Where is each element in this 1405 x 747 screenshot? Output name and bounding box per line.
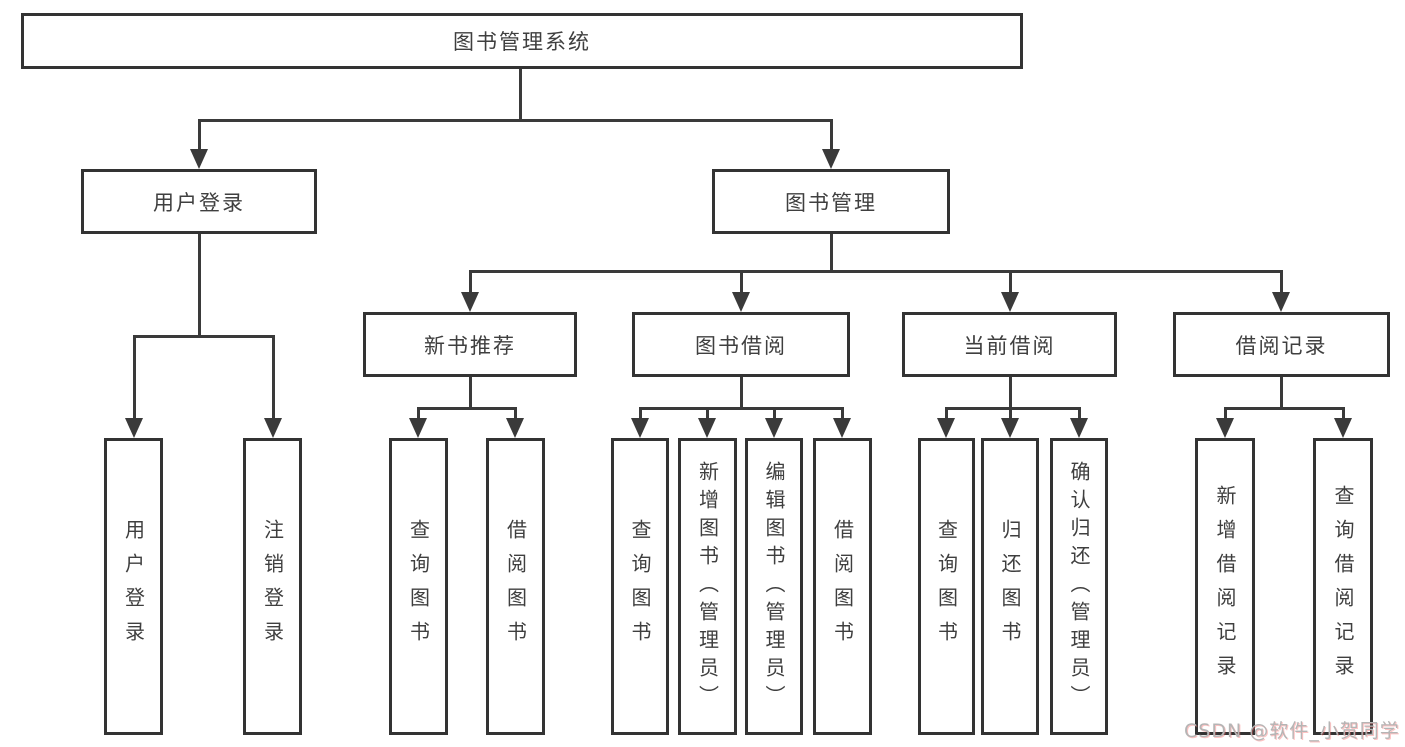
leaf-label: 借阅图书 bbox=[503, 518, 528, 655]
arrow-down-icon bbox=[409, 418, 427, 438]
arrow-stem bbox=[133, 335, 136, 420]
node-root: 图书管理系统 bbox=[21, 13, 1023, 69]
arrow-down-icon bbox=[698, 418, 716, 438]
leaf-label: 新增借阅记录 bbox=[1213, 484, 1237, 689]
arrow-stem bbox=[514, 407, 517, 420]
arrow-down-icon bbox=[264, 418, 282, 438]
connector-vline-borrow-record bbox=[1280, 377, 1283, 410]
arrow-stem bbox=[469, 270, 472, 294]
connector-hline-book-management bbox=[469, 270, 1283, 273]
arrow-stem bbox=[841, 407, 844, 420]
leaf-label: 查询图书 bbox=[406, 518, 431, 655]
connector-vline-book-management bbox=[830, 234, 833, 273]
arrow-stem bbox=[272, 335, 275, 420]
connector-hline-borrow-record bbox=[1224, 407, 1345, 410]
arrow-stem bbox=[1078, 407, 1081, 420]
leaf-query-books-borrow: 查询图书 bbox=[611, 438, 669, 735]
arrow-down-icon bbox=[506, 418, 524, 438]
leaf-query-borrow-record: 查询借阅记录 bbox=[1313, 438, 1373, 735]
connector-hline-new-book bbox=[417, 407, 517, 410]
leaf-label: 确认归还（管理员） bbox=[1067, 460, 1091, 713]
leaf-label: 新增图书（管理员） bbox=[695, 460, 720, 713]
arrow-down-icon bbox=[1334, 418, 1352, 438]
arrow-down-icon bbox=[190, 149, 208, 169]
arrow-down-icon bbox=[822, 149, 840, 169]
arrow-down-icon bbox=[732, 292, 750, 312]
node-new-book-recommend-label: 新书推荐 bbox=[424, 333, 516, 358]
leaf-label: 查询图书 bbox=[934, 518, 959, 655]
leaf-borrow-books: 借阅图书 bbox=[813, 438, 872, 735]
node-borrow-record: 借阅记录 bbox=[1173, 312, 1390, 377]
arrow-down-icon bbox=[125, 418, 143, 438]
leaf-label: 借阅图书 bbox=[830, 518, 855, 655]
arrow-stem bbox=[417, 407, 420, 420]
node-current-borrow-label: 当前借阅 bbox=[963, 333, 1056, 358]
arrow-stem bbox=[1009, 270, 1012, 294]
node-book-management-label: 图书管理 bbox=[785, 190, 877, 215]
connector-hline-level2 bbox=[198, 119, 833, 122]
arrow-stem bbox=[830, 119, 833, 151]
node-new-book-recommend: 新书推荐 bbox=[363, 312, 577, 377]
node-borrow-record-label: 借阅记录 bbox=[1235, 333, 1328, 358]
arrow-stem bbox=[1280, 270, 1283, 294]
node-book-borrow-label: 图书借阅 bbox=[695, 333, 787, 358]
leaf-query-books-recommend: 查询图书 bbox=[389, 438, 448, 735]
leaf-label: 查询图书 bbox=[628, 518, 652, 655]
arrow-stem bbox=[1342, 407, 1345, 420]
leaf-logout: 注销登录 bbox=[243, 438, 302, 735]
leaf-label: 编辑图书（管理员） bbox=[762, 460, 786, 713]
arrow-stem bbox=[198, 119, 201, 151]
node-book-management: 图书管理 bbox=[712, 169, 950, 234]
arrow-stem bbox=[706, 407, 709, 420]
arrow-down-icon bbox=[1070, 418, 1088, 438]
leaf-borrow-books-recommend: 借阅图书 bbox=[486, 438, 545, 735]
arrow-stem bbox=[945, 407, 948, 420]
connector-vline-book-borrow bbox=[740, 377, 743, 410]
arrow-down-icon bbox=[937, 418, 955, 438]
arrow-down-icon bbox=[1216, 418, 1234, 438]
watermark: CSDN @软件_小贺同学 bbox=[1184, 720, 1400, 742]
connector-vline-current-borrow bbox=[1009, 377, 1012, 410]
arrow-down-icon bbox=[1001, 292, 1019, 312]
arrow-down-icon bbox=[1272, 292, 1290, 312]
leaf-label: 注销登录 bbox=[260, 518, 285, 655]
leaf-return-books: 归还图书 bbox=[981, 438, 1039, 735]
leaf-add-borrow-record: 新增借阅记录 bbox=[1195, 438, 1255, 735]
arrow-down-icon bbox=[631, 418, 649, 438]
node-current-borrow: 当前借阅 bbox=[902, 312, 1117, 377]
node-book-borrow: 图书借阅 bbox=[632, 312, 850, 377]
leaf-label: 用户登录 bbox=[121, 518, 146, 655]
arrow-stem bbox=[1009, 407, 1012, 420]
arrow-down-icon bbox=[765, 418, 783, 438]
leaf-label: 查询借阅记录 bbox=[1331, 484, 1355, 689]
connector-vline-new-book bbox=[469, 377, 472, 410]
arrow-stem bbox=[639, 407, 642, 420]
arrow-stem bbox=[773, 407, 776, 420]
arrow-down-icon bbox=[1001, 418, 1019, 438]
connector-hline-user-login bbox=[133, 335, 275, 338]
leaf-query-books-current: 查询图书 bbox=[918, 438, 975, 735]
arrow-stem bbox=[1224, 407, 1227, 420]
arrow-stem bbox=[740, 270, 743, 294]
leaf-edit-books-admin: 编辑图书（管理员） bbox=[745, 438, 803, 735]
leaf-add-books-admin: 新增图书（管理员） bbox=[678, 438, 737, 735]
connector-hline-book-borrow bbox=[639, 407, 844, 410]
node-user-login: 用户登录 bbox=[81, 169, 317, 234]
node-root-label: 图书管理系统 bbox=[453, 30, 591, 54]
leaf-label: 归还图书 bbox=[998, 518, 1022, 655]
arrow-down-icon bbox=[461, 292, 479, 312]
connector-vline-root bbox=[519, 69, 522, 121]
arrow-down-icon bbox=[833, 418, 851, 438]
connector-hline-current-borrow bbox=[945, 407, 1081, 410]
leaf-confirm-return-admin: 确认归还（管理员） bbox=[1050, 438, 1108, 735]
leaf-user-login: 用户登录 bbox=[104, 438, 163, 735]
node-user-login-label: 用户登录 bbox=[153, 190, 245, 215]
connector-vline-user-login bbox=[198, 234, 201, 338]
